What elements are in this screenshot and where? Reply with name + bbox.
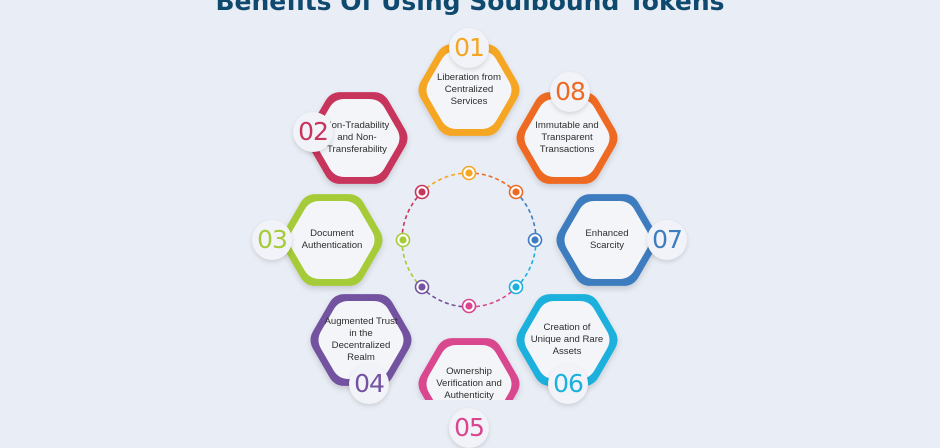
benefit-label-04: Augmented Trust in the Decentralized Rea… bbox=[324, 316, 398, 363]
benefit-label-02: Non-Tradability and Non-Transferability bbox=[324, 120, 390, 155]
benefit-item-03 bbox=[281, 194, 383, 286]
ring-dot-center-02 bbox=[418, 188, 426, 196]
hexagon-fill-01 bbox=[426, 51, 512, 129]
benefit-label-03: Document Authentication bbox=[301, 228, 363, 251]
ring-arc-01 bbox=[421, 172, 470, 193]
center-ring bbox=[395, 165, 543, 314]
hexagon-fill-08 bbox=[524, 99, 610, 177]
hexagon-group bbox=[281, 44, 658, 400]
hexagon-fill-02 bbox=[314, 99, 400, 177]
ring-dot-center-07 bbox=[531, 236, 539, 244]
benefit-label-08: Immutable and Transparent Transactions bbox=[535, 120, 599, 155]
benefits-diagram bbox=[281, 44, 658, 400]
benefit-number-03: 03 bbox=[252, 220, 292, 260]
benefit-number-02: 02 bbox=[293, 112, 333, 152]
benefit-label-01: Liberation from Centralized Services bbox=[437, 72, 501, 107]
benefit-number-06: 06 bbox=[548, 364, 588, 404]
hexagon-fill-04 bbox=[318, 301, 404, 379]
ring-arc-08 bbox=[468, 172, 517, 193]
ring-arc-02 bbox=[401, 191, 423, 241]
benefit-item-06 bbox=[516, 294, 618, 386]
hexagon-fill-07 bbox=[564, 201, 650, 279]
ring-dot-center-05 bbox=[465, 302, 473, 310]
benefit-item-04 bbox=[310, 294, 412, 386]
hexagon-fill-06 bbox=[524, 301, 610, 379]
hexagon-fill-05 bbox=[426, 345, 512, 400]
benefit-item-05 bbox=[418, 338, 520, 400]
page-title: Benefits Of Using Soulbound Tokens bbox=[215, 0, 725, 16]
ring-arc-06 bbox=[515, 239, 537, 288]
benefit-label-05: Ownership Verification and Authenticity bbox=[436, 366, 502, 401]
ring-dot-center-01 bbox=[465, 169, 473, 177]
ring-arc-05 bbox=[468, 286, 517, 308]
benefit-label-06: Creation of Unique and Rare Assets bbox=[530, 322, 604, 357]
benefit-number-07: 07 bbox=[647, 220, 687, 260]
benefit-number-01: 01 bbox=[449, 28, 489, 68]
hexagon-fill-03 bbox=[289, 201, 375, 279]
benefit-number-04: 04 bbox=[349, 364, 389, 404]
ring-dot-center-04 bbox=[418, 283, 426, 291]
ring-arc-03 bbox=[401, 239, 423, 288]
ring-dot-center-06 bbox=[512, 283, 520, 291]
benefit-item-07 bbox=[556, 194, 658, 286]
ring-arc-04 bbox=[421, 286, 470, 308]
ring-dot-center-03 bbox=[399, 236, 407, 244]
benefit-item-08 bbox=[516, 92, 618, 184]
ring-arc-07 bbox=[515, 191, 537, 241]
ring-dot-center-08 bbox=[512, 188, 520, 196]
benefit-number-05: 05 bbox=[449, 408, 489, 448]
benefit-number-08: 08 bbox=[550, 72, 590, 112]
benefit-item-01 bbox=[418, 44, 520, 136]
benefit-item-02 bbox=[306, 92, 408, 184]
benefit-label-07: Enhanced Scarcity bbox=[585, 228, 629, 251]
